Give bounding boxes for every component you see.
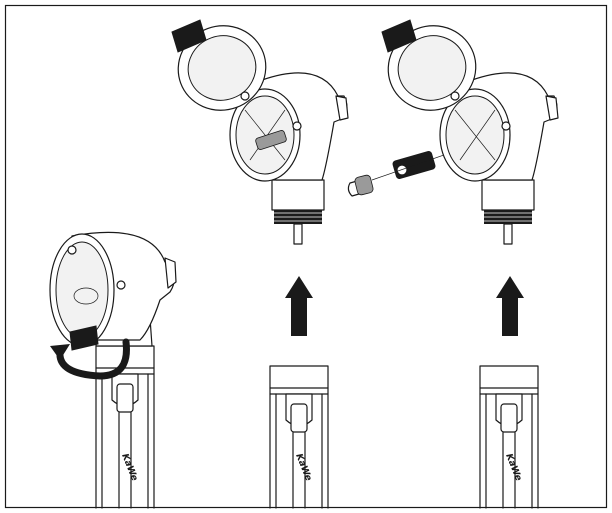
rotate-arrow-icon (50, 338, 130, 380)
middle-handle: KaWe (269, 365, 329, 509)
left-handle: KaWe (95, 345, 155, 509)
right-handle: KaWe (479, 365, 539, 509)
left-handle-brand: KaWe (119, 452, 139, 482)
right-arrow-up-icon (496, 276, 524, 336)
left-assembly: KaWe (49, 231, 177, 509)
middle-assembly: KaWe (171, 19, 349, 509)
figure-border (4, 4, 608, 509)
middle-lamp (255, 130, 287, 150)
middle-arrow-up-icon (285, 276, 313, 336)
lamp-insert (347, 131, 511, 197)
middle-handle-brand: KaWe (293, 452, 313, 482)
right-assembly: KaWe (381, 19, 559, 509)
right-handle-brand: KaWe (503, 452, 523, 482)
